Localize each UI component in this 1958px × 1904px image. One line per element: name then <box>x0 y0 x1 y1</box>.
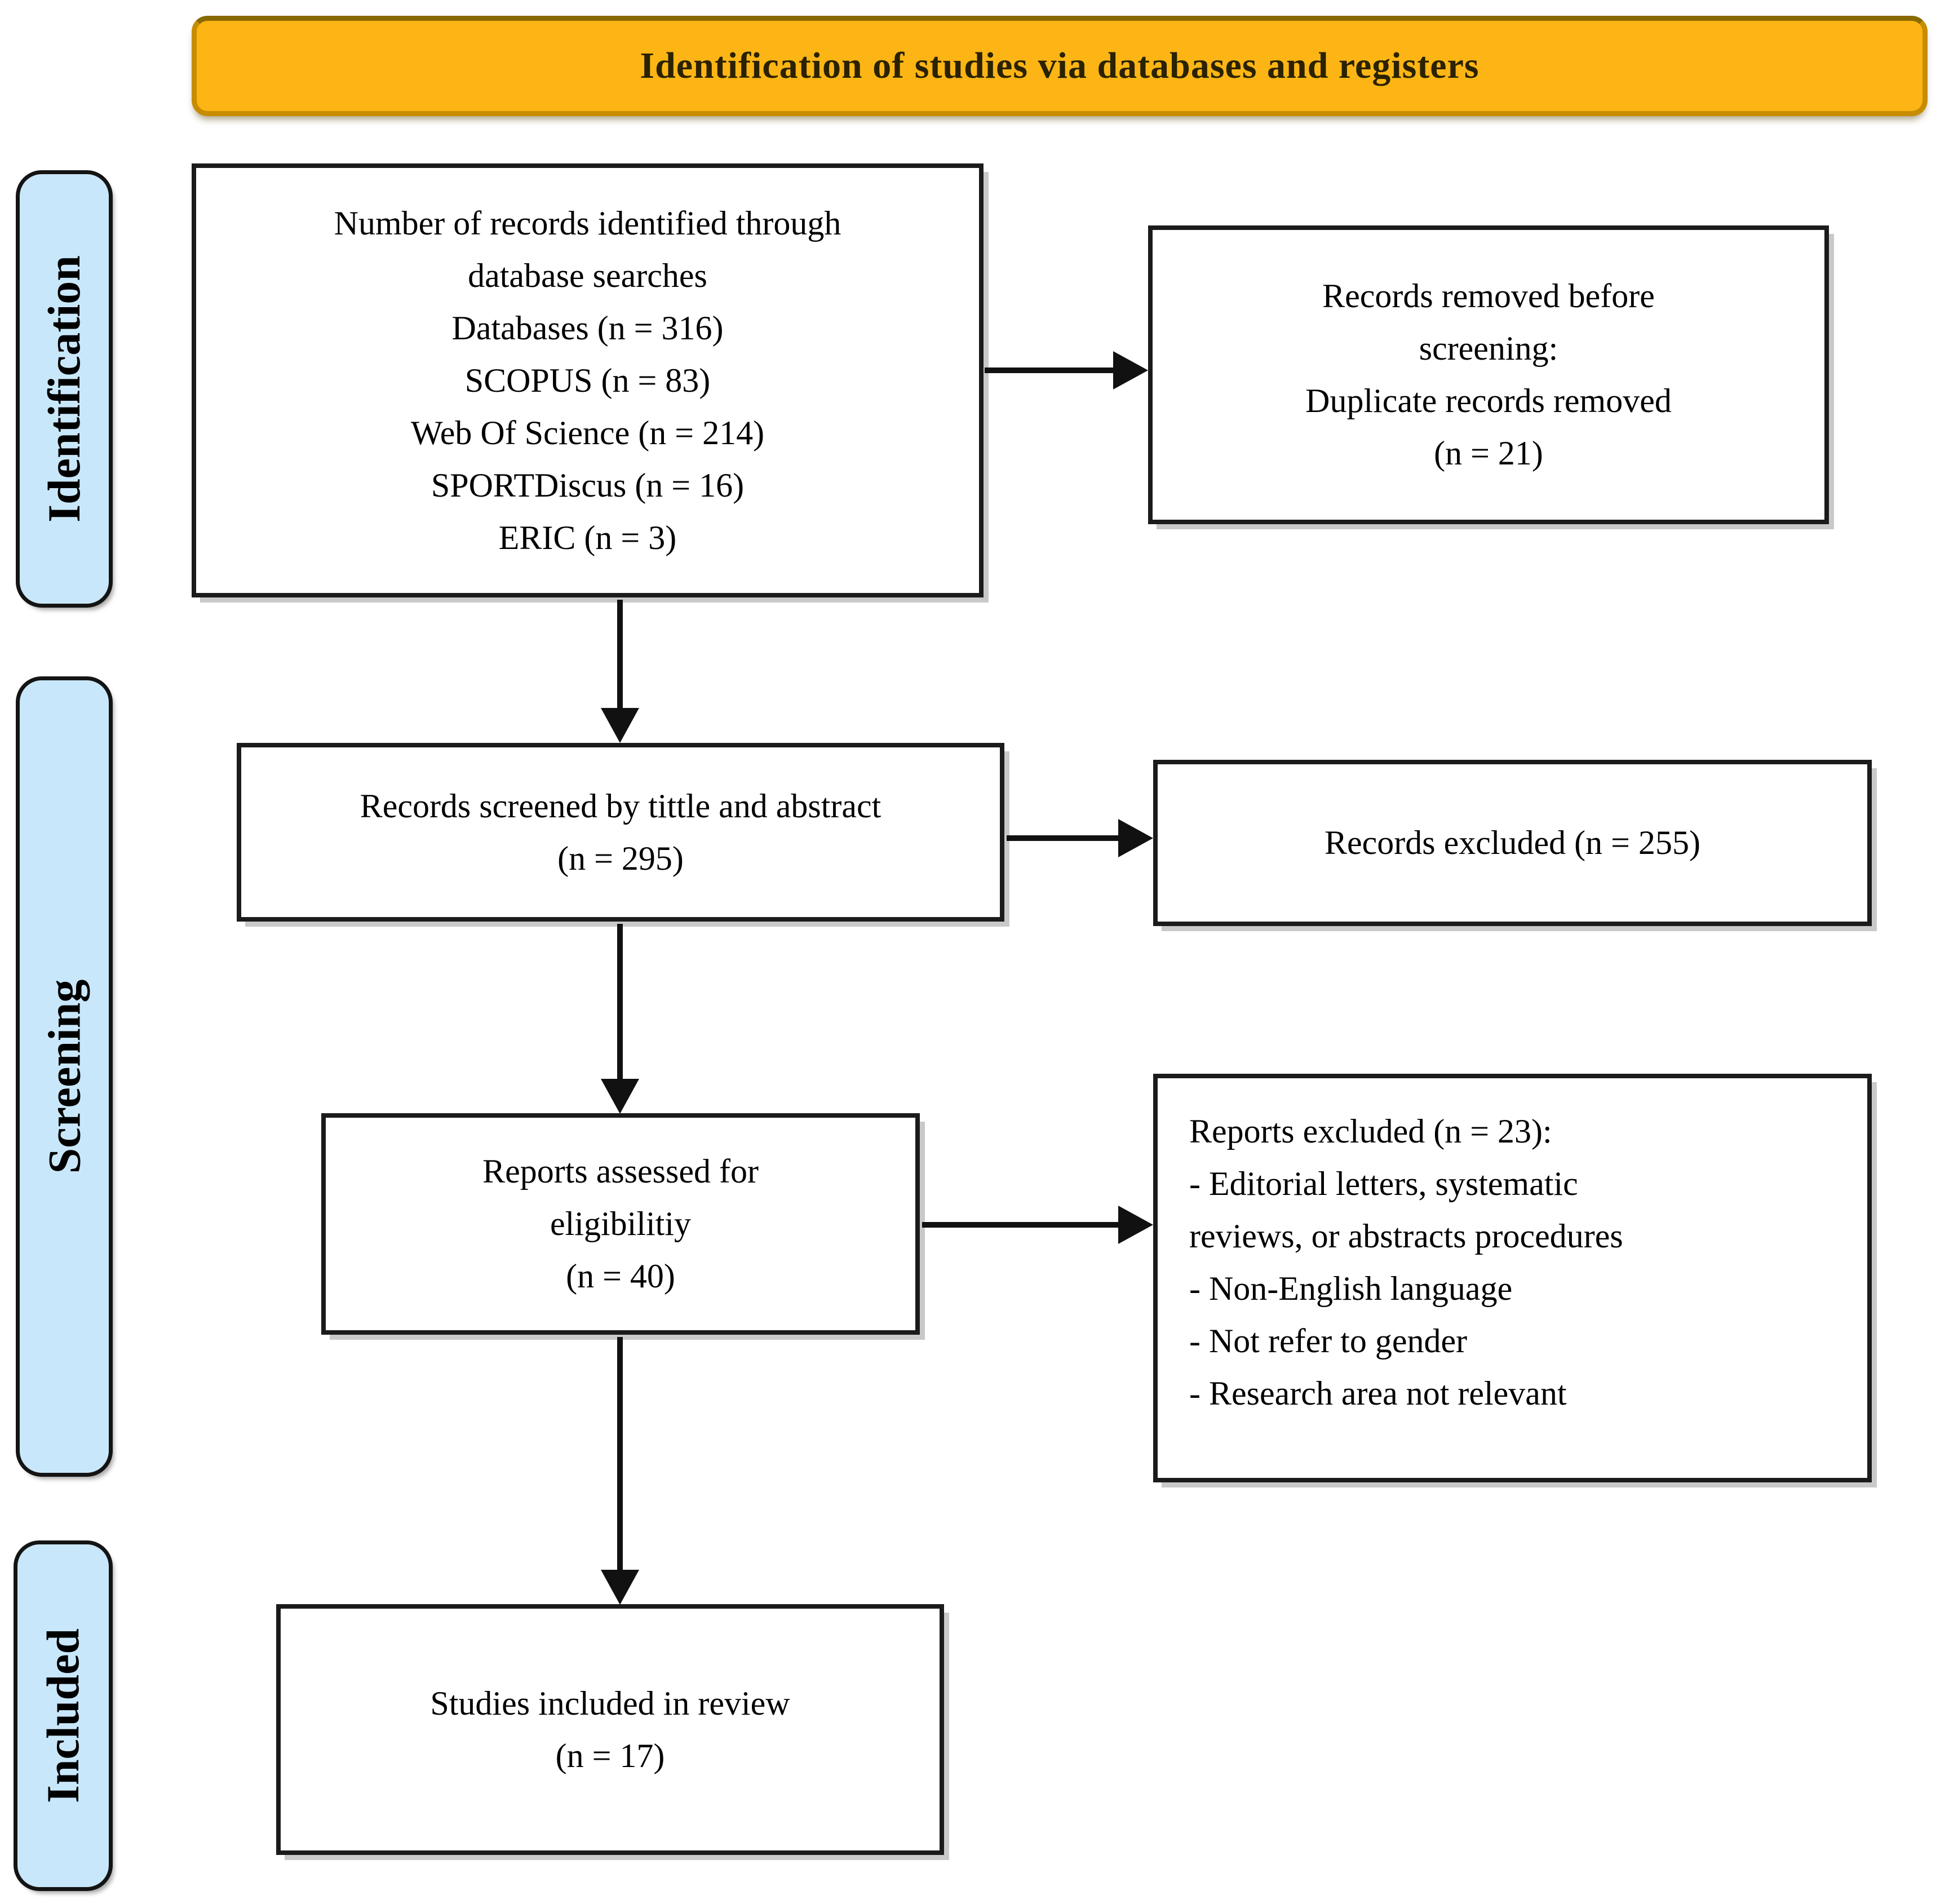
text-line: Records screened by tittle and abstract <box>360 787 881 825</box>
text-line: Records excluded (n = 255) <box>1324 824 1700 861</box>
text-line: Web Of Science (n = 214) <box>410 414 765 451</box>
text-line: eligibilitiy <box>550 1205 691 1242</box>
box-records-screened: Records screened by tittle and abstract (… <box>237 743 1004 922</box>
text-line: Studies included in review <box>430 1684 790 1722</box>
text-line: (n = 295) <box>557 839 684 877</box>
arrow-line <box>985 367 1115 373</box>
arrow-line <box>617 1337 623 1571</box>
arrow-line <box>922 1222 1119 1228</box>
text-line: database searches <box>468 256 707 294</box>
text-line: (n = 40) <box>566 1257 675 1295</box>
arrow-head-down-icon <box>601 1570 639 1605</box>
arrow-line <box>617 924 623 1080</box>
box-studies-included: Studies included in review (n = 17) <box>276 1604 944 1855</box>
text-line: Reports excluded (n = 23): <box>1189 1113 1552 1150</box>
stage-included-label: Included <box>37 1628 88 1803</box>
box-records-removed-before-screening: Records removed before screening: Duplicat… <box>1148 225 1829 524</box>
arrow-head-right-icon <box>1118 819 1153 857</box>
text-line: (n = 21) <box>1434 435 1543 472</box>
text-line: Databases (n = 316) <box>451 309 724 347</box>
box-reports-excluded: Reports excluded (n = 23): - Editorial le… <box>1153 1074 1872 1482</box>
stage-included: Included <box>14 1540 113 1891</box>
text-line: Duplicate records removed <box>1305 382 1672 419</box>
text-line: ERIC (n = 3) <box>498 519 677 556</box>
box-records-excluded: Records excluded (n = 255) <box>1153 760 1872 926</box>
box-reports-assessed: Reports assessed for eligibilitiy (n = 40) <box>321 1113 920 1335</box>
stage-screening: Screening <box>16 676 113 1477</box>
arrow-head-right-icon <box>1118 1206 1153 1244</box>
banner-title: Identification of studies via databases … <box>192 16 1928 116</box>
text-line: Records removed before <box>1322 277 1655 315</box>
text-line: (n = 17) <box>555 1737 665 1774</box>
text-line: screening: <box>1419 330 1558 367</box>
stage-identification: Identification <box>16 170 113 608</box>
text-line: SPORTDiscus (n = 16) <box>431 466 745 504</box>
text-line: - Editorial letters, systematic <box>1189 1165 1578 1202</box>
arrow-head-right-icon <box>1113 351 1148 389</box>
box-records-identified: Number of records identified through data… <box>192 163 984 597</box>
stage-screening-label: Screening <box>38 979 90 1174</box>
arrow-head-down-icon <box>601 708 639 743</box>
stage-identification-label: Identification <box>38 255 90 523</box>
arrow-line <box>617 600 623 709</box>
text-line: SCOPUS (n = 83) <box>464 361 711 399</box>
text-line: Reports assessed for <box>482 1153 759 1190</box>
text-line: Number of records identified through <box>334 204 841 242</box>
text-line: - Not refer to gender <box>1189 1322 1468 1360</box>
text-line: - Non-English language <box>1189 1270 1513 1307</box>
arrow-head-down-icon <box>601 1079 639 1114</box>
arrow-line <box>1007 835 1119 841</box>
text-line: - Research area not relevant <box>1189 1375 1567 1412</box>
text-line: reviews, or abstracts procedures <box>1189 1217 1623 1255</box>
